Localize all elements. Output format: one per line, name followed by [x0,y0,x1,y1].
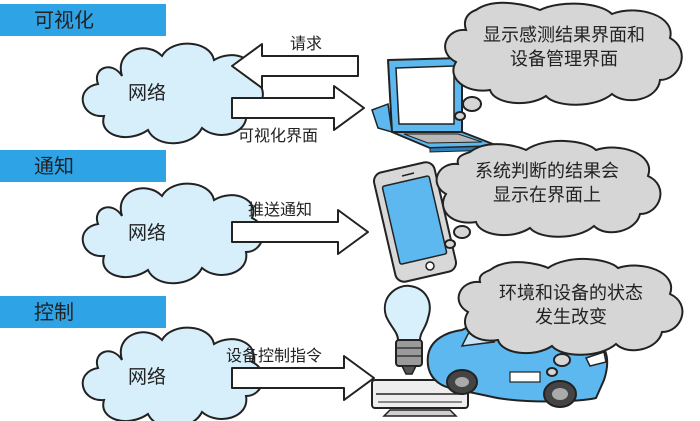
bubble-1-line-2: 设备管理界面 [510,49,618,70]
section-label-visualization: 可视化 [0,4,166,36]
network-label-2: 网络 [128,222,167,244]
thought-bubble-2 [435,139,662,249]
push-notification-arrow [231,209,369,255]
bubble-2-line-2: 显示在界面上 [493,185,601,206]
bubble-1-line-1: 显示感测结果界面和 [483,25,645,46]
section-label-notification: 通知 [0,150,166,182]
request-arrow-label: 请求 [290,34,323,53]
bubble-1-text: 显示感测结果界面和 设备管理界面 [478,24,650,72]
push-notification-arrow-label: 推送通知 [248,200,313,219]
light-bulb-icon [383,284,431,375]
thought-bubble-1 [444,1,683,121]
device-control-arrow-label: 设备控制指令 [226,346,323,365]
thought-bubble-3 [457,257,684,377]
bubble-3-line-2: 发生改变 [535,307,607,328]
device-control-arrow [231,355,375,401]
visualization-ui-arrow [231,85,365,131]
bubble-3-text: 环境和设备的状态 发生改变 [488,282,654,330]
bubble-2-line-1: 系统判断的结果会 [475,161,619,182]
network-label-3: 网络 [128,366,167,388]
network-cloud-1 [81,42,264,145]
visualization-ui-arrow-label: 可视化界面 [238,126,319,145]
smartphone-icon [372,161,458,283]
bubble-3-line-1: 环境和设备的状态 [499,283,643,304]
request-arrow [231,43,359,89]
section-label-control: 控制 [0,296,166,328]
network-label-1: 网络 [128,82,167,104]
bubble-2-text: 系统判断的结果会 显示在界面上 [466,160,628,208]
